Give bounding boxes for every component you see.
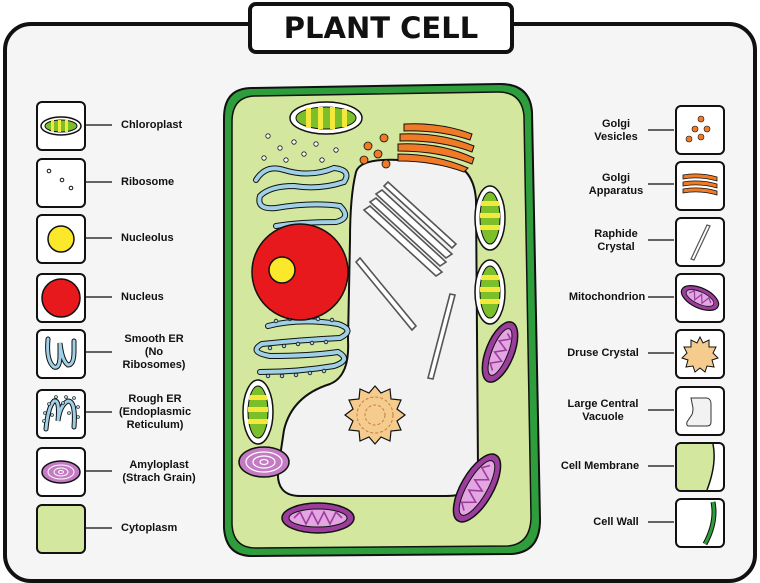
vacuole-icon [675,386,725,436]
golgi-apparatus-icon [675,161,725,211]
golgi-vesicles [359,133,391,169]
amyloplast-icon [36,447,86,497]
label-mitochondrion: Mitochondrion [568,291,646,303]
right-connectors [648,129,674,523]
nucleus [251,223,349,321]
label-vacuole: Large Central Vacuole [567,398,639,423]
label-golgi-vesicles: Golgi Vesicles [594,118,638,143]
golgi-apparatus [397,123,475,173]
cell-membrane-icon [675,442,725,492]
label-cell-membrane: Cell Membrane [560,460,640,472]
label-nucleolus: Nucleolus [121,232,174,244]
nucleolus-icon [36,214,86,264]
label-nucleus: Nucleus [121,291,164,303]
nucleolus [268,256,296,284]
rough-er-icon [36,389,86,439]
label-druse-crystal: Druse Crystal [567,347,639,359]
ribosome-icon [36,158,86,208]
cytoplasm-icon [36,504,86,554]
raphide-crystal-icon [675,217,725,267]
label-rough-er: Rough ER (Endoplasmic Reticulum) [118,393,192,431]
mitochondria [281,321,519,534]
golgi-vesicles-icon [675,105,725,155]
raphide-crystals [354,180,458,380]
diagram-title: PLANT CELL [248,2,514,54]
label-cell-wall: Cell Wall [593,516,639,528]
chloroplast-icon [36,101,86,151]
label-golgi-apparatus: Golgi Apparatus [588,172,644,197]
chloroplasts [242,101,506,445]
ribosomes [261,133,339,163]
druse-crystal [344,385,406,445]
label-cytoplasm: Cytoplasm [121,522,178,534]
label-raphide-crystal: Raphide Crystal [594,228,638,253]
cell-wall-icon [675,498,725,548]
label-ribosome: Ribosome [121,176,175,188]
label-chloroplast: Chloroplast [121,119,183,131]
amyloplast [238,446,290,478]
label-smooth-er: Smooth ER (No Ribosomes) [122,333,186,371]
nucleus-icon [36,273,86,323]
left-connectors [86,124,112,529]
mitochondrion-icon [675,273,725,323]
druse-crystal-icon [675,329,725,379]
label-amyloplast: Amyloplast (Strach Grain) [122,459,196,484]
smooth-er-icon [36,329,86,379]
